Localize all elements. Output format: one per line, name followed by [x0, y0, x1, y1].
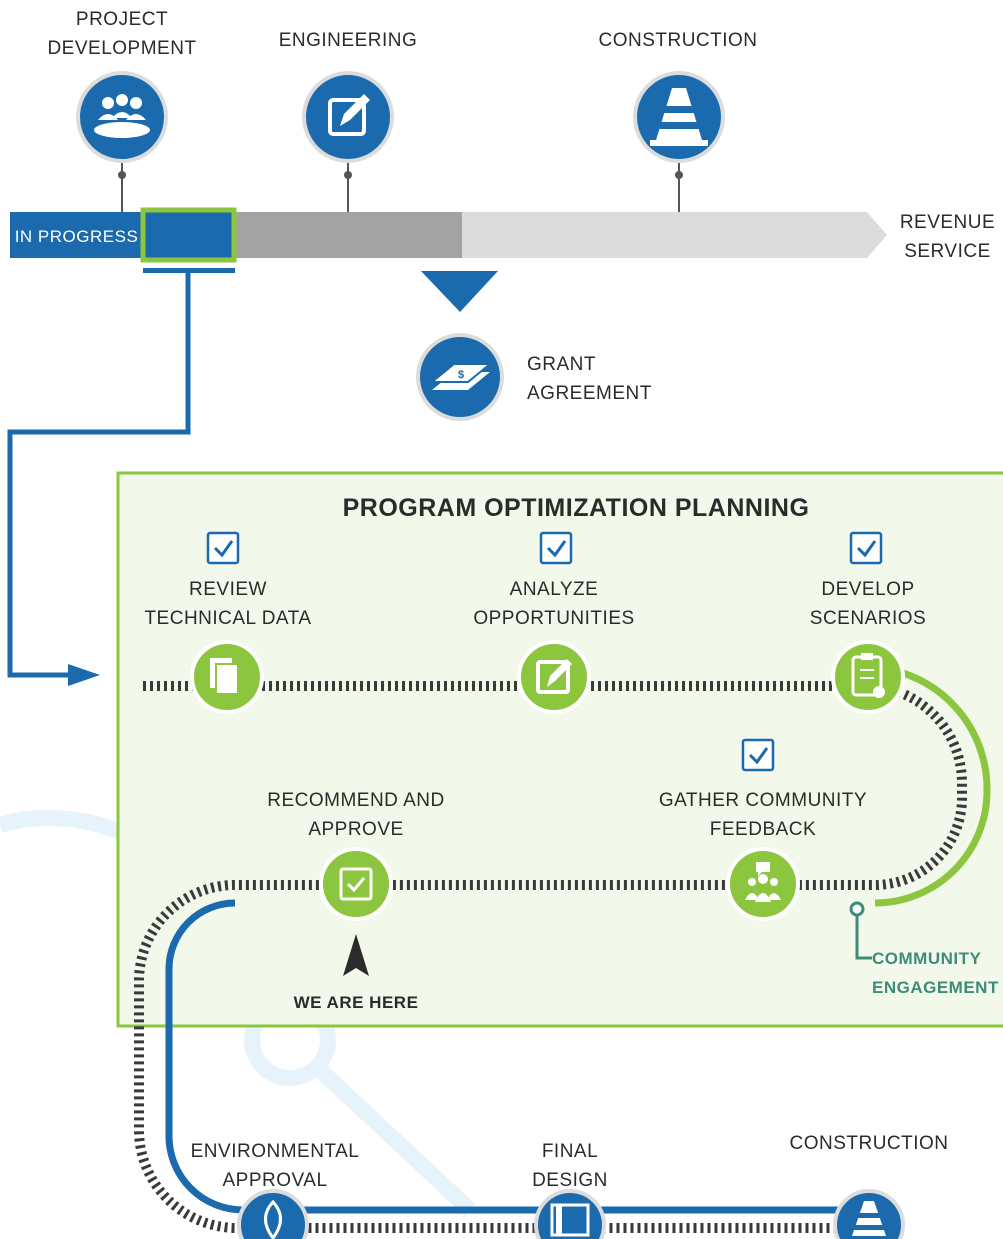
edit-icon [517, 640, 591, 714]
track-line-curve-right [864, 663, 991, 907]
community-engagement-label: COMMUNITY ENGAGEMENT [872, 949, 999, 997]
future-label-final-design: FINAL DESIGN [532, 1141, 608, 1191]
phase-label-construction: CONSTRUCTION [598, 30, 758, 51]
phase-label-project-development: PROJECT DEVELOPMENT [47, 9, 197, 59]
clipboard-icon [831, 640, 905, 714]
status-label: IN PROGRESS [14, 227, 139, 246]
blueprint-icon [534, 1189, 606, 1239]
phase-icon-engineering [302, 71, 394, 163]
cone-icon [833, 1189, 905, 1239]
track-line-curve-left [165, 899, 865, 1214]
rail-ties [134, 681, 967, 1233]
current-position-marker [343, 934, 369, 976]
future-label-construction: CONSTRUCTION [789, 1133, 949, 1154]
step-label-develop: DEVELOP SCENARIOS [809, 579, 927, 629]
step-label-recommend: RECOMMEND AND APPROVE [267, 790, 445, 840]
svg-text:$: $ [458, 369, 464, 381]
step-label-analyze: ANALYZE OPPORTUNITIES [473, 579, 635, 629]
phase-icon-project-development [76, 71, 168, 163]
connector-arrow [68, 664, 100, 686]
we-are-here-label: WE ARE HERE [293, 993, 419, 1012]
milestone-arrow [421, 271, 498, 312]
step-label-review: REVIEW TECHNICAL DATA [144, 579, 312, 629]
documents-icon [190, 640, 264, 714]
future-label-environmental: ENVIRONMENTAL APPROVAL [190, 1141, 360, 1191]
step-label-gather: GATHER COMMUNITY FEEDBACK [658, 790, 868, 840]
end-label: REVENUE SERVICE [899, 212, 996, 262]
leaf-icon [237, 1189, 309, 1239]
phase-icon-construction [633, 71, 725, 163]
money-icon: $ [416, 333, 504, 421]
phase-label-engineering: ENGINEERING [278, 30, 418, 51]
community-pointer [855, 915, 872, 960]
connector-line [7, 273, 191, 678]
milestone-label: GRANT AGREEMENT [527, 354, 652, 404]
community-icon [726, 847, 800, 921]
panel-title: PROGRAM OPTIMIZATION PLANNING [342, 494, 810, 522]
approve-icon [319, 847, 393, 921]
check-icon [206, 531, 883, 772]
progress-bar [10, 207, 887, 273]
